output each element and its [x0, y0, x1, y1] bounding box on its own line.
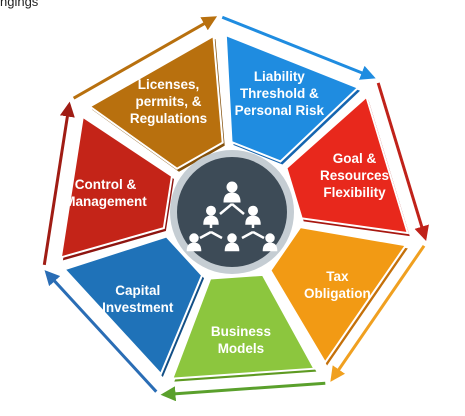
person-body [223, 192, 241, 203]
person-body [245, 215, 261, 225]
segment-label-line: Flexibility [323, 185, 386, 200]
segment-1 [285, 95, 410, 235]
segment-label-line: Threshold & [240, 86, 319, 101]
segment-label-line: Models [218, 341, 265, 356]
person-head [227, 233, 237, 243]
person-body [186, 242, 202, 252]
segment-2 [269, 226, 408, 365]
cycle-arrow-5 [42, 101, 75, 266]
person-body [224, 242, 240, 252]
cropped-header-text: ngings [0, 0, 39, 9]
segment-0 [224, 33, 360, 163]
segment-label-line: Investment [102, 300, 174, 315]
segment-5 [59, 115, 174, 259]
segment-label-line: Resources [320, 168, 389, 183]
network-link [199, 230, 212, 240]
person-head [226, 181, 238, 193]
segment-label-line: Personal Risk [235, 103, 325, 118]
segment-label-6: Licenses, permits, & Regulations [130, 77, 207, 126]
person-head [206, 205, 216, 216]
cycle-arrow-3 [160, 381, 326, 402]
person-body [262, 242, 278, 252]
segment-label-line: Liability [254, 69, 305, 84]
segment-label-line: permits, & [136, 94, 202, 109]
cycle-arrow-2 [330, 244, 426, 382]
person-body [203, 215, 219, 225]
center-hub [170, 150, 294, 274]
segment-6 [87, 34, 224, 170]
cycle-arrow-1 [376, 82, 429, 242]
person-head [248, 205, 258, 216]
segment-label-line: Management [64, 194, 147, 209]
segment-label-5: Control & Management [64, 177, 147, 209]
network-link [231, 203, 245, 215]
segment-label-line: Obligation [304, 286, 371, 301]
cycle-arrow-0 [221, 15, 376, 80]
segment-4 [62, 235, 204, 376]
person-head [189, 233, 199, 243]
network-link [210, 230, 223, 240]
cycle-arrows [42, 15, 429, 402]
network-link [219, 203, 233, 215]
center-circle [177, 157, 287, 267]
segment-label-line: Regulations [130, 111, 207, 126]
network-link [252, 230, 265, 240]
segment-label-line: Business [211, 324, 271, 339]
segment-label-line: Capital [115, 283, 160, 298]
cycle-arrow-4 [44, 270, 158, 393]
people-network-icon [186, 181, 278, 252]
segment-label-line: Control & [75, 177, 137, 192]
network-link [241, 230, 254, 240]
segment-label-line: Licenses, [138, 77, 200, 92]
person-head [265, 233, 275, 243]
cycle-arrow-6 [72, 16, 218, 100]
segment-label-line: Tax [326, 269, 349, 284]
segment-3 [170, 273, 316, 380]
segment-label-line: Goal & [333, 151, 377, 166]
